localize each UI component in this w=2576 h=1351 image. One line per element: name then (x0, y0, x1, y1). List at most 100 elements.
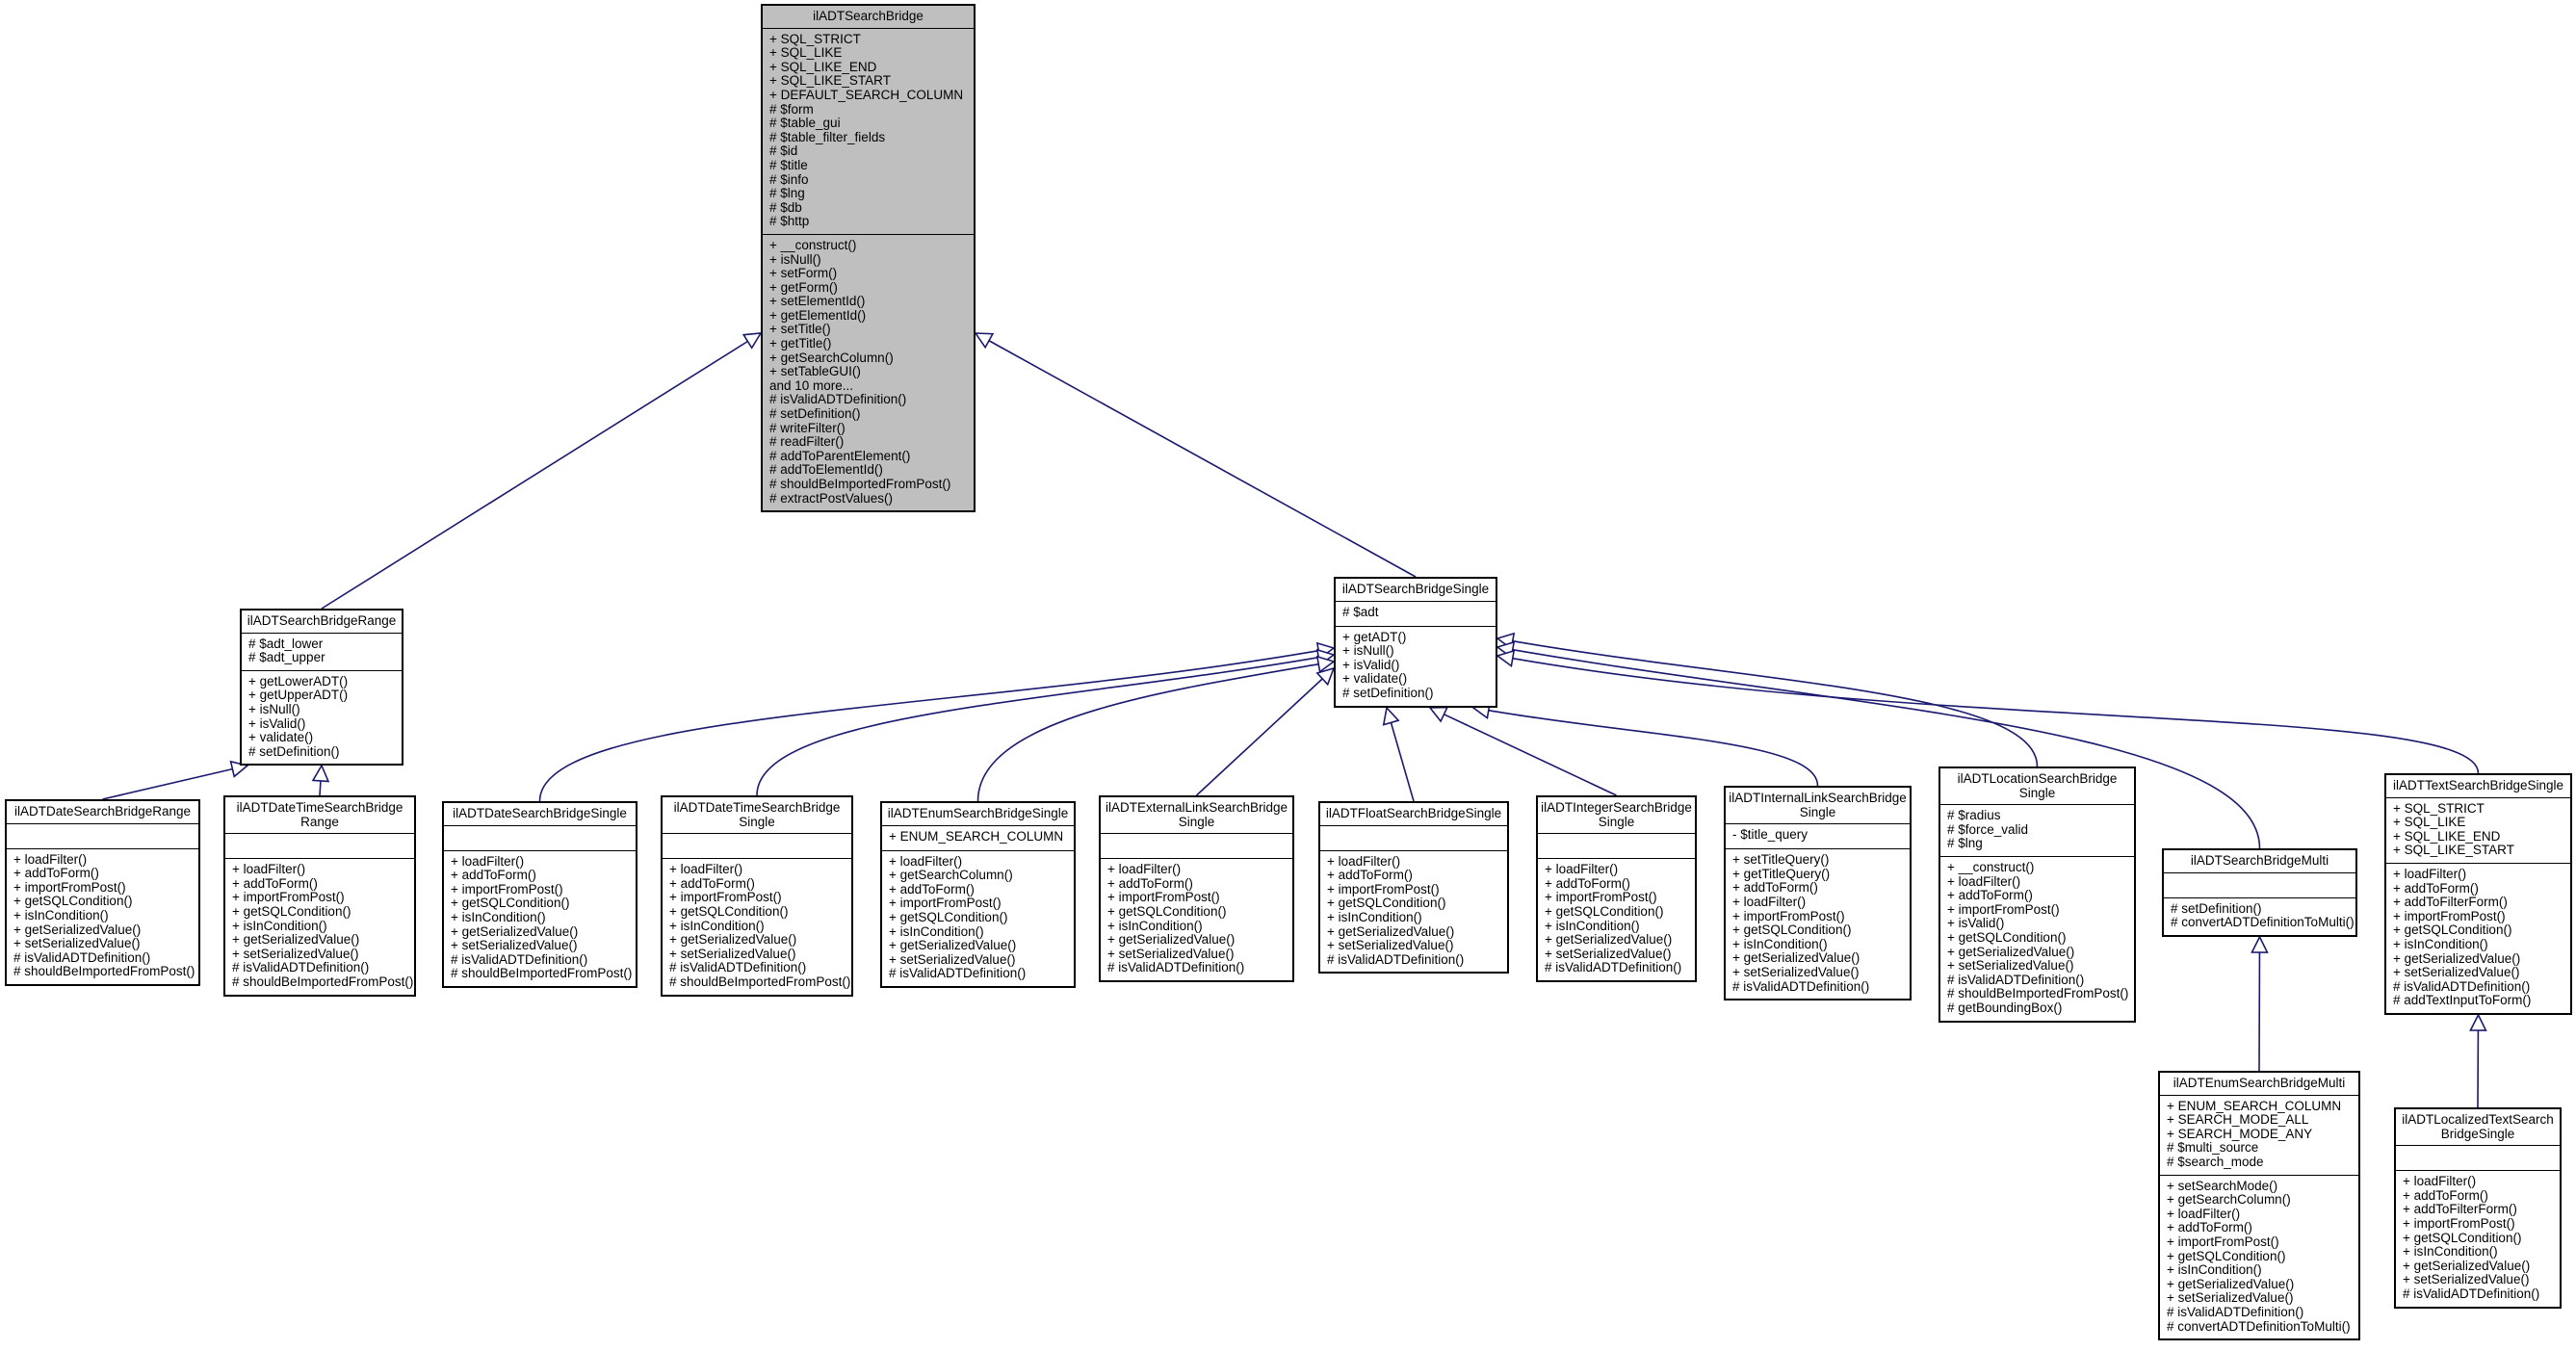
class-node-enumSingle: ilADTEnumSearchBridgeSingle+ ENUM_SEARCH… (880, 801, 1076, 988)
class-method: + getSQLCondition() (1107, 903, 1227, 919)
class-node-range: ilADTSearchBridgeRange# $adt_lower# $adt… (240, 609, 403, 766)
class-attribute: + SQL_LIKE_START (2393, 843, 2514, 858)
class-attribute: # $multi_source (2167, 1140, 2259, 1156)
class-method: + addToForm() (2403, 1187, 2488, 1203)
class-method: + isNull() (1342, 643, 1394, 659)
class-methods-section: + __construct()+ isNull()+ setForm()+ ge… (763, 233, 974, 510)
class-method: + getSQLCondition() (2403, 1230, 2522, 1245)
class-method: + getSearchColumn() (2167, 1192, 2291, 1208)
class-method: + getSerializedValue() (1107, 932, 1236, 948)
class-method: # isValidADTDefinition() (769, 392, 907, 407)
class-attributes-section (1320, 826, 1507, 850)
class-method: + importFromPost() (1545, 890, 1657, 905)
class-title-line: ilADTIntegerSearchBridge (1541, 800, 1692, 815)
class-methods-section: + loadFilter()+ addToForm()+ importFromP… (663, 858, 851, 994)
class-method: # shouldBeImportedFromPost() (232, 974, 414, 989)
class-method: # addToParentElement() (769, 448, 911, 463)
class-method: + getTitleQuery() (1732, 866, 1831, 881)
class-method: + getSQLCondition() (669, 903, 789, 919)
class-method: + setTableGUI() (769, 364, 861, 379)
class-method: + isNull() (769, 251, 821, 267)
class-attributes-section: # $radius# $force_valid# $lng (1940, 805, 2134, 856)
class-node-floatSingle: ilADTFloatSearchBridgeSingle+ loadFilter… (1318, 801, 1509, 974)
class-method: + addToFilterForm() (2393, 895, 2508, 910)
class-method: + isInCondition() (1545, 918, 1640, 933)
class-methods-section: + loadFilter()+ addToForm()+ importFromP… (225, 858, 414, 994)
class-method: + isInCondition() (2167, 1262, 2262, 1278)
class-method: + importFromPost() (669, 890, 782, 905)
class-methods-section: + getLowerADT()+ getUpperADT()+ isNull()… (242, 669, 402, 765)
class-method: # shouldBeImportedFromPost() (451, 966, 633, 981)
class-method: + getSerializedValue() (232, 932, 360, 948)
class-title: ilADTTextSearchBridgeSingle (2386, 775, 2570, 798)
class-attribute: # $id (769, 143, 798, 159)
inheritance-arrowhead (2469, 1013, 2487, 1031)
class-attributes-section (444, 826, 636, 850)
class-method: + getSerializedValue() (1327, 923, 1455, 939)
class-method: # isValidADTDefinition() (451, 951, 588, 967)
class-attribute: # $adt_upper (248, 650, 325, 665)
class-methods-section: + loadFilter()+ getSearchColumn()+ addTo… (882, 849, 1074, 986)
class-method: + importFromPost() (451, 881, 563, 896)
class-attributes-section (225, 834, 414, 858)
class-attribute: + SQL_LIKE_END (2393, 828, 2501, 844)
class-title-line: ilADTDateTimeSearchBridge (673, 800, 841, 815)
class-node-dateSingle: ilADTDateSearchBridgeSingle + loadFilter(… (442, 801, 637, 988)
class-attribute: + SQL_LIKE (769, 45, 843, 61)
class-method: + getSerializedValue() (2403, 1258, 2531, 1273)
class-method: # isValidADTDefinition() (2393, 978, 2531, 994)
inheritance-edge-dateTimeSingle-to-single (756, 656, 1319, 796)
class-method: + importFromPost() (1732, 908, 1845, 923)
class-title: ilADTSearchBridgeRange (242, 611, 402, 634)
class-attributes-section: # $adt_lower# $adt_upper (242, 634, 402, 670)
class-method: + addToForm() (889, 881, 975, 896)
class-method: + getSerializedValue() (2167, 1276, 2295, 1291)
class-method: # writeFilter() (769, 420, 846, 435)
inheritance-arrowhead (974, 332, 995, 350)
class-method: + setSerializedValue() (669, 946, 796, 961)
class-title-line: Single (2018, 785, 2056, 800)
class-method: + loadFilter() (451, 853, 525, 869)
class-attributes-section (1101, 834, 1292, 858)
inheritance-arrowhead (311, 764, 330, 783)
class-methods-section: + loadFilter()+ addToForm()+ importFromP… (444, 849, 636, 986)
inheritance-edge-single-to-root (988, 340, 1417, 578)
class-method: + loadFilter() (232, 862, 306, 877)
class-method: + setSerializedValue() (2403, 1272, 2530, 1287)
class-attributes-section: + ENUM_SEARCH_COLUMN (882, 826, 1074, 850)
class-method: + isInCondition() (451, 909, 546, 924)
class-method: + addToForm() (1327, 868, 1413, 883)
class-method: + loadFilter() (1545, 862, 1619, 877)
class-method: and 10 more... (769, 377, 854, 393)
class-method: + setSerializedValue() (1545, 946, 1672, 961)
class-method: + getElementId() (769, 307, 867, 323)
class-method: + getLowerADT() (248, 673, 349, 688)
class-method: # shouldBeImportedFromPost() (13, 964, 195, 979)
class-method: + loadFilter() (2393, 866, 2467, 881)
class-method: + setTitleQuery() (1732, 852, 1830, 868)
class-method: # addToElementId() (769, 462, 883, 478)
class-method: + validate() (1342, 671, 1408, 687)
class-method: # addTextInputToForm() (2393, 993, 2532, 1008)
class-title: ilADTEnumSearchBridgeMulti (2160, 1073, 2358, 1096)
inheritance-edge-intSingle-to-single (1444, 714, 1617, 796)
class-attributes-section (663, 834, 851, 858)
class-method: + setElementId() (769, 294, 866, 309)
class-method: + getSQLCondition() (232, 903, 351, 919)
class-method: # isValidADTDefinition() (13, 949, 151, 965)
class-title-line: ilADTDateTimeSearchBridge (236, 800, 403, 815)
class-title: ilADTFloatSearchBridgeSingle (1320, 803, 1507, 826)
class-method: + addToForm() (1732, 880, 1818, 896)
class-method: + getSearchColumn() (769, 350, 894, 365)
class-node-root: ilADTSearchBridge+ SQL_STRICT+ SQL_LIKE+… (761, 4, 976, 513)
class-method: + addToForm() (669, 875, 755, 891)
class-method: + getSerializedValue() (451, 923, 579, 939)
class-methods-section: + setTitleQuery()+ getTitleQuery()+ addT… (1726, 848, 1910, 999)
class-attribute: + SQL_LIKE_END (769, 59, 877, 74)
class-title-line: ilADTDateSearchBridgeSingle (453, 806, 627, 820)
class-method: + getForm() (769, 279, 838, 295)
